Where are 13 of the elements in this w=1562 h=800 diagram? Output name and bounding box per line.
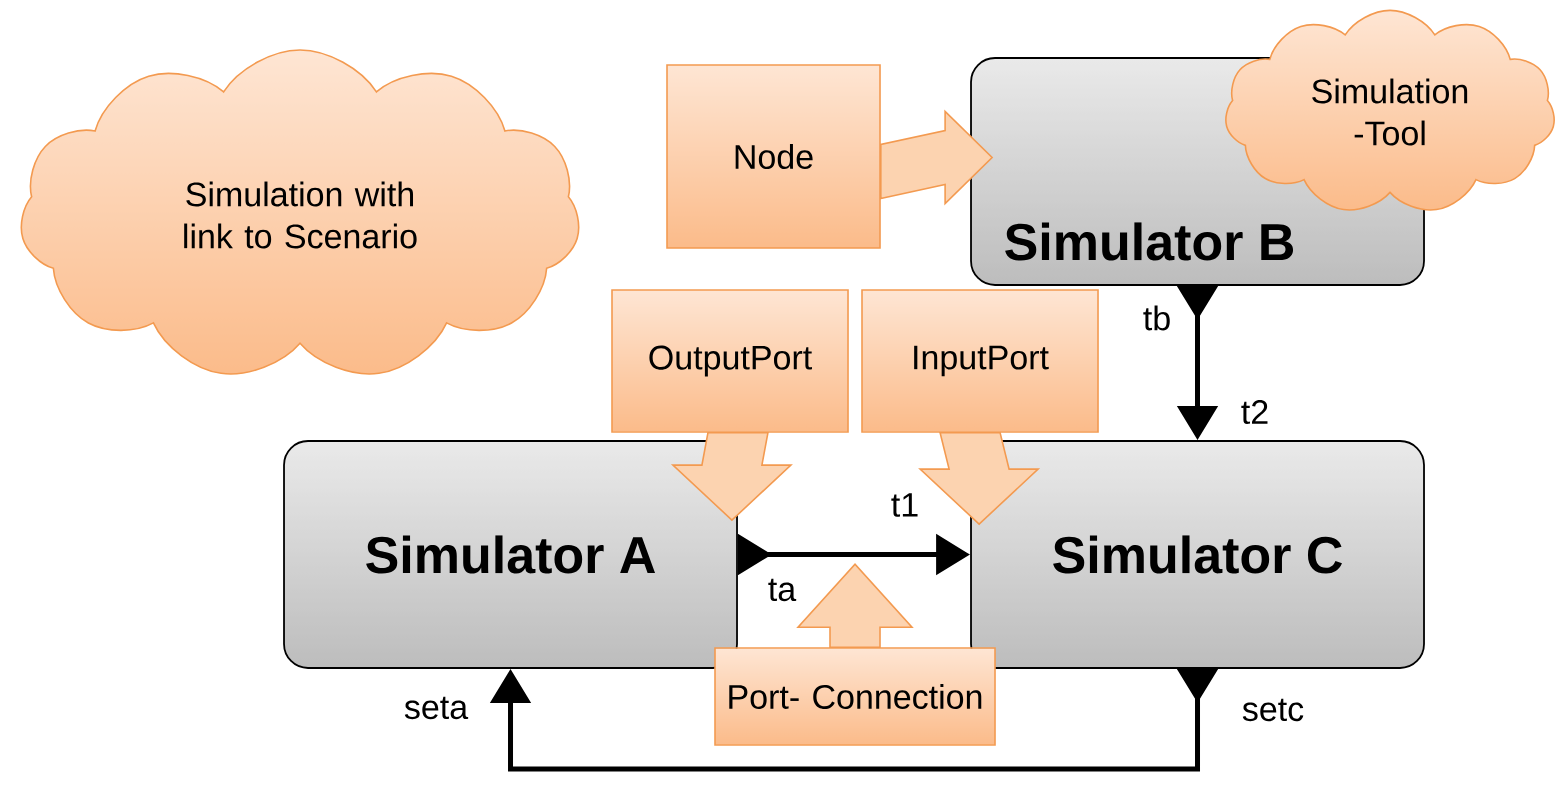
block-arrow	[670, 432, 793, 522]
callout-box: Node	[666, 64, 881, 249]
callout-box: OutputPort	[611, 289, 849, 433]
callout-box: Port- Connection	[714, 647, 996, 746]
block-arrow	[918, 432, 1041, 526]
port-label: tb	[1143, 305, 1170, 331]
simulator-box: Simulator C	[970, 440, 1425, 669]
port-label: t1	[891, 493, 918, 517]
simulator-box: Simulator A	[283, 440, 738, 669]
block-arrow	[880, 109, 994, 206]
port-label: ta	[768, 578, 797, 602]
callout-box: InputPort	[861, 289, 1099, 433]
block-arrow	[796, 563, 914, 648]
